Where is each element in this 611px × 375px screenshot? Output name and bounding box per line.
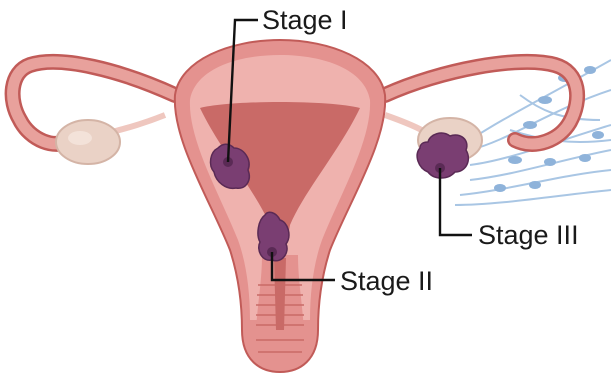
cervical-canal — [274, 258, 286, 330]
label-stage-2: Stage II — [340, 266, 433, 296]
label-stage-1: Stage I — [262, 5, 348, 35]
label-stage-3: Stage III — [478, 220, 579, 250]
left-ovary-highlight — [68, 131, 92, 145]
